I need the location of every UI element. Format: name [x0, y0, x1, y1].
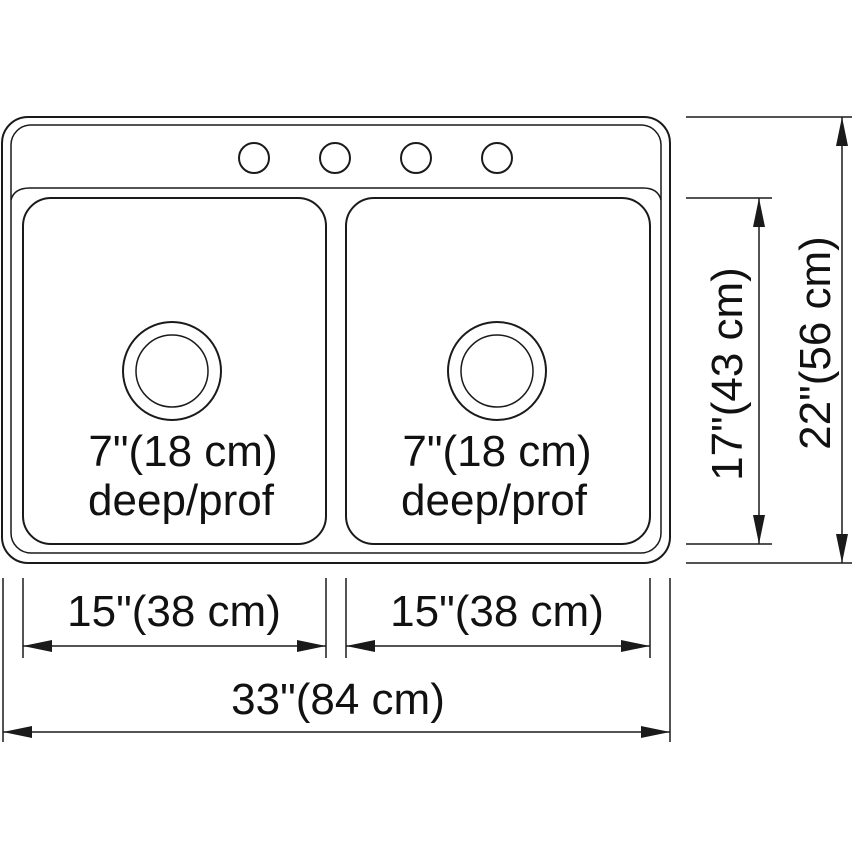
overall-width-arrow-left: [3, 726, 32, 738]
left-bowl-depth: 7"(18 cm): [88, 427, 277, 476]
sink-rim: [1, 116, 671, 564]
left-drain-outer: [122, 321, 222, 421]
right-drain-inner: [460, 334, 534, 408]
bowl-length-arrow-bottom: [753, 515, 765, 544]
right-bowl-depth-note: deep/prof: [401, 476, 588, 525]
bowl-length-label: 17"(43 cm): [703, 267, 752, 481]
faucet-deck-line: [10, 187, 662, 201]
left-bowl-width-label: 15"(38 cm): [67, 587, 281, 636]
overall-length-label: 22"(56 cm): [791, 236, 840, 450]
faucet-hole: [319, 142, 351, 174]
right-bowl: 7"(18 cm) deep/prof: [345, 197, 651, 545]
faucet-hole: [238, 142, 270, 174]
faucet-hole: [400, 142, 432, 174]
left-bowl: 7"(18 cm) deep/prof: [22, 197, 327, 545]
width-dimensions: 15"(38 cm) 15"(38 cm) 33"(84 cm): [2, 578, 671, 742]
left-bowl-width-arrow-left: [23, 640, 52, 652]
length-dimensions: 17"(43 cm) 22"(56 cm): [686, 116, 852, 564]
right-bowl-width-label: 15"(38 cm): [390, 587, 604, 636]
right-bowl-depth: 7"(18 cm): [402, 427, 591, 476]
sink-rim-outer: [1, 116, 671, 564]
left-bowl-width-arrow-right: [297, 640, 326, 652]
faucet-holes: [238, 142, 513, 174]
right-drain-outer: [447, 321, 547, 421]
overall-length-arrow-top: [836, 117, 848, 146]
overall-length-arrow-bottom: [836, 534, 848, 563]
overall-width-label: 33"(84 cm): [231, 675, 445, 724]
left-drain-inner: [135, 334, 209, 408]
left-bowl-depth-note: deep/prof: [88, 476, 275, 525]
left-bowl-outline: [22, 197, 327, 545]
faucet-hole: [481, 142, 513, 174]
right-bowl-width-arrow-right: [621, 640, 650, 652]
sink-rim-inner: [10, 124, 662, 554]
overall-width-arrow-right: [641, 726, 670, 738]
right-bowl-width-arrow-left: [346, 640, 375, 652]
right-bowl-outline: [345, 197, 651, 545]
bowl-length-arrow-top: [753, 198, 765, 227]
